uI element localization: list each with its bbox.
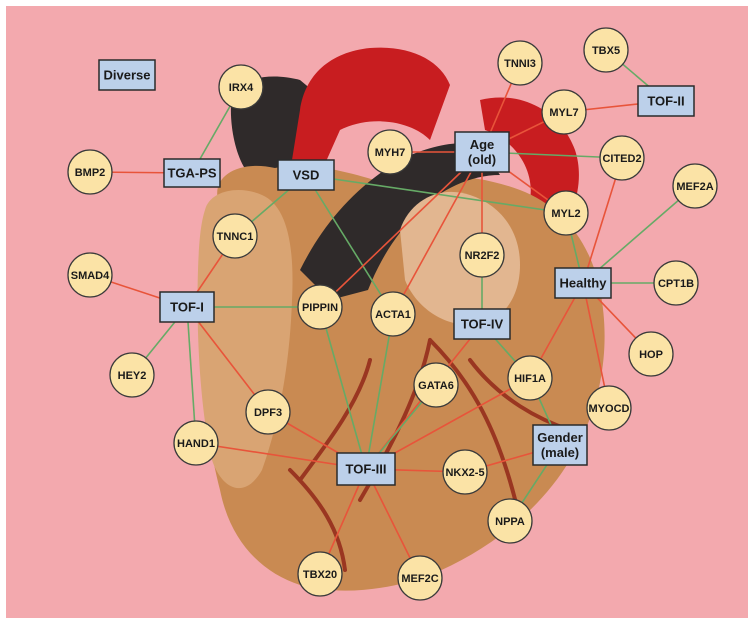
gene-node-tbx5: TBX5 (584, 28, 628, 72)
condition-label: Age (470, 137, 495, 152)
condition-label: (male) (541, 445, 579, 460)
condition-node-tof_iii: TOF-III (337, 453, 395, 485)
condition-label: TOF-IV (461, 317, 504, 332)
gene-label: PIPPIN (302, 302, 338, 314)
gene-node-nppa: NPPA (488, 499, 532, 543)
gene-node-tnni3: TNNI3 (498, 41, 542, 85)
gene-label: ACTA1 (375, 309, 411, 321)
condition-node-gender: Gender(male) (533, 425, 587, 465)
gene-label: HAND1 (177, 438, 215, 450)
gene-label: MYH7 (375, 147, 406, 159)
gene-label: DPF3 (254, 407, 282, 419)
gene-node-bmp2: BMP2 (68, 150, 112, 194)
gene-label: NKX2-5 (445, 467, 484, 479)
gene-node-myh7: MYH7 (368, 130, 412, 174)
condition-node-diverse: Diverse (99, 60, 155, 90)
gene-label: BMP2 (75, 167, 106, 179)
gene-label: HEY2 (118, 370, 147, 382)
gene-label: IRX4 (229, 82, 254, 94)
condition-node-tof_i: TOF-I (160, 292, 214, 322)
condition-node-age: Age(old) (455, 132, 509, 172)
condition-label: TGA-PS (167, 166, 216, 181)
gene-node-gata6: GATA6 (414, 363, 458, 407)
condition-label: (old) (468, 152, 496, 167)
condition-label: TOF-II (647, 94, 684, 109)
gene-label: TNNC1 (217, 231, 254, 243)
gene-node-pippin: PIPPIN (298, 285, 342, 329)
gene-label: NPPA (495, 516, 525, 528)
gene-label: CITED2 (602, 153, 641, 165)
gene-label: MYL7 (549, 107, 578, 119)
gene-node-nkx25: NKX2-5 (443, 450, 487, 494)
gene-node-cpt1b: CPT1B (654, 261, 698, 305)
gene-node-acta1: ACTA1 (371, 292, 415, 336)
gene-node-hey2: HEY2 (110, 353, 154, 397)
gene-label: TBX5 (592, 45, 620, 57)
gene-node-myl7: MYL7 (542, 90, 586, 134)
gene-label: TBX20 (303, 569, 337, 581)
gene-label: GATA6 (418, 380, 454, 392)
gene-node-nr2f2: NR2F2 (460, 233, 504, 277)
gene-node-irx4: IRX4 (219, 65, 263, 109)
condition-label: TOF-I (170, 300, 204, 315)
condition-label: TOF-III (346, 462, 387, 477)
gene-label: MEF2A (676, 181, 713, 193)
gene-node-tnnc1: TNNC1 (213, 214, 257, 258)
gene-node-tbx20: TBX20 (298, 552, 342, 596)
gene-label: SMAD4 (71, 270, 110, 282)
gene-node-dpf3: DPF3 (246, 390, 290, 434)
condition-node-healthy: Healthy (555, 268, 611, 298)
gene-label: MYL2 (551, 208, 580, 220)
gene-node-hop: HOP (629, 332, 673, 376)
gene-node-myl2: MYL2 (544, 191, 588, 235)
gene-label: MYOCD (589, 403, 630, 415)
condition-node-tga_ps: TGA-PS (164, 159, 220, 187)
gene-node-mef2a: MEF2A (673, 164, 717, 208)
gene-label: MEF2C (401, 573, 438, 585)
gene-label: HIF1A (514, 373, 546, 385)
gene-node-smad4: SMAD4 (68, 253, 112, 297)
condition-node-vsd: VSD (278, 160, 334, 190)
gene-node-hand1: HAND1 (174, 421, 218, 465)
condition-node-tof_ii: TOF-II (638, 86, 694, 116)
condition-label: Gender (537, 430, 583, 445)
gene-label: CPT1B (658, 278, 694, 290)
condition-label: Healthy (560, 276, 608, 291)
gene-node-mef2c: MEF2C (398, 556, 442, 600)
gene-node-myocd: MYOCD (587, 386, 631, 430)
gene-label: HOP (639, 349, 663, 361)
condition-node-tof_iv: TOF-IV (454, 309, 510, 339)
gene-label: NR2F2 (465, 250, 500, 262)
condition-label: Diverse (104, 68, 151, 83)
gene-node-hif1a: HIF1A (508, 356, 552, 400)
gene-label: TNNI3 (504, 58, 536, 70)
condition-label: VSD (293, 168, 320, 183)
gene-node-cited2: CITED2 (600, 136, 644, 180)
